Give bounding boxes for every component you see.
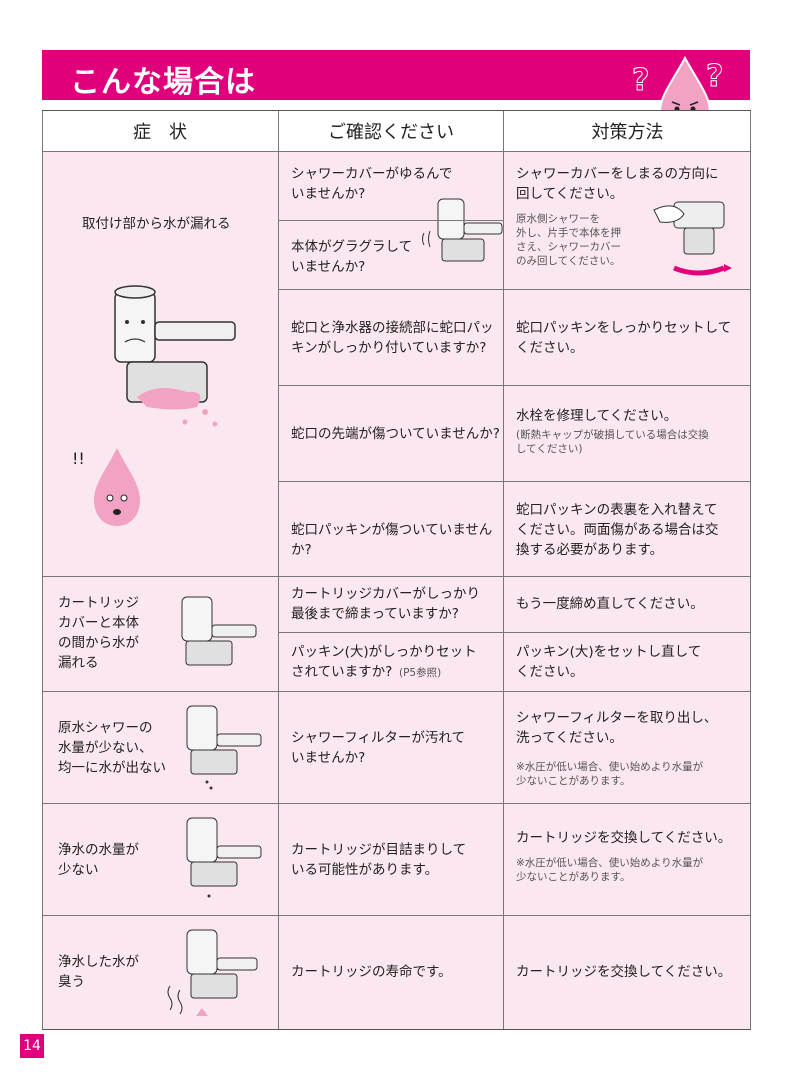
remedy-text: 水栓を修理してください。	[516, 408, 678, 424]
check-cell-1: シャワーカバーがゆるんで いませんか?	[279, 152, 503, 220]
remedy-cell-8: カートリッジを交換してください。 ※水圧が低い場合、使い始めより水量が 少ないこ…	[504, 804, 751, 915]
surprised-drop-icon: !!	[72, 448, 140, 526]
svg-text:!!: !!	[72, 449, 85, 468]
divider	[278, 220, 504, 221]
remedy-cell-2: 蛇口パッキンをしっかりセットして ください。	[504, 290, 751, 385]
remedy-cell-9: カートリッジを交換してください。	[504, 916, 751, 1029]
divider	[750, 111, 751, 1029]
remedy-cell-5: もう一度締め直してください。	[504, 577, 751, 632]
check-text: カートリッジの寿命です。	[291, 964, 452, 980]
header-check: ご確認ください	[279, 111, 503, 151]
page-title: こんな場合は	[70, 65, 256, 100]
symptom-text: カートリッジ カバーと本体 の間から水が 漏れる	[58, 595, 139, 671]
faucet-odor-illustration	[167, 929, 258, 1016]
symptom-text: 浄水の水量が 少ない	[58, 842, 139, 878]
check-cell-5: 蛇口パッキンが傷ついていませんか?	[279, 482, 503, 576]
remedy-text: パッキン(大)をセットし直して ください。	[516, 644, 702, 680]
symptom-cell-5: 浄水した水が 臭う	[42, 916, 278, 1029]
check-text: 本体がグラグラして いませんか?	[291, 239, 413, 275]
symptom-cell-4: 浄水の水量が 少ない	[42, 804, 278, 915]
title-bar: こんな場合は	[42, 50, 750, 100]
divider	[278, 481, 751, 482]
remedy-note: (断熱キャップが破損している場合は交換 してください)	[516, 429, 709, 455]
svg-text:?: ?	[706, 59, 723, 94]
check-text: カートリッジが目詰まりして いる可能性があります。	[291, 842, 467, 878]
divider	[278, 289, 751, 290]
remedy-note: 原水側シャワーを 外し、片手で本体を押 さえ、シャワーカバー のみ回してください…	[516, 213, 621, 267]
check-cell-8: シャワーフィルターが汚れて いませんか?	[279, 692, 503, 803]
remedy-text: 蛇口パッキンの表裏を入れ替えて ください。両面傷がある場合は交 換する必要があり…	[516, 502, 719, 558]
remedy-text: シャワーカバーをしまるの方向に 回してください。	[516, 166, 719, 202]
check-text: シャワーフィルターが汚れて いませんか?	[291, 730, 466, 766]
check-cell-7: パッキン(大)がしっかりセット されていますか? (P5参照)	[279, 633, 503, 691]
remedy-note: ※水圧が低い場合、使い始めより水量が 少ないことがあります。	[516, 761, 704, 787]
faucet-shower-illustration	[186, 705, 262, 790]
leaking-faucet-illustration	[114, 285, 236, 427]
symptom-text: 浄水した水が 臭う	[58, 954, 139, 990]
check-text: 蛇口の先端が傷ついていませんか?	[291, 426, 500, 442]
symptom-cell-3: 原水シャワーの 水量が少ない、 均一に水が出ない	[42, 692, 278, 803]
header-remedy: 対策方法	[504, 111, 751, 151]
remedy-note: ※水圧が低い場合、使い始めより水量が 少ないことがあります。	[516, 857, 704, 883]
remedy-text: カートリッジを交換してください。	[516, 964, 732, 980]
faucet-low-flow-illustration	[186, 817, 262, 898]
divider	[278, 111, 279, 1029]
remedy-text: シャワーフィルターを取り出し、 洗ってください。	[516, 710, 718, 746]
wobbling-faucet-illustration	[422, 198, 503, 262]
remedy-cell-3: 水栓を修理してください。 (断熱キャップが破損している場合は交換 してください)	[504, 386, 751, 481]
remedy-text: 蛇口パッキンをしっかりセットして ください。	[516, 320, 732, 356]
divider	[42, 803, 751, 804]
divider	[42, 151, 751, 152]
check-text: 蛇口パッキンが傷ついていませんか?	[291, 522, 493, 558]
symptom-cell-1: 取付け部から水が漏れる !!	[42, 152, 278, 576]
check-cell-4: 蛇口の先端が傷ついていませんか?	[279, 386, 503, 481]
page-number: 14	[20, 1034, 44, 1058]
symptom-cell-2: カートリッジ カバーと本体 の間から水が 漏れる	[42, 577, 278, 691]
check-cell-6: カートリッジカバーがしっかり 最後まで締まっていますか?	[279, 577, 503, 632]
shower-cover-turning-illustration	[653, 201, 732, 276]
check-cell-10: カートリッジの寿命です。	[279, 916, 503, 1029]
check-text: カートリッジカバーがしっかり 最後まで締まっていますか?	[291, 586, 480, 622]
symptom-text: 原水シャワーの 水量が少ない、 均一に水が出ない	[58, 720, 166, 776]
remedy-cell-7: シャワーフィルターを取り出し、 洗ってください。 ※水圧が低い場合、使い始めより…	[504, 692, 751, 803]
check-text: パッキン(大)がしっかりセット されていますか?	[291, 644, 477, 680]
remedy-text: カートリッジを交換してください。	[516, 830, 732, 846]
remedy-cell-1: シャワーカバーをしまるの方向に 回してください。 原水側シャワーを 外し、片手で…	[504, 152, 751, 289]
divider	[42, 111, 43, 1029]
check-text: シャワーカバーがゆるんで いませんか?	[291, 166, 453, 202]
divider	[42, 915, 751, 916]
divider	[503, 111, 504, 1029]
check-cell-3: 蛇口と浄水器の接続部に蛇口パッ キンがしっかり付いていますか?	[279, 290, 503, 385]
header-symptom: 症 状	[42, 111, 278, 151]
symptom-text: 取付け部から水が漏れる	[82, 216, 231, 232]
check-note-p5: (P5参照)	[399, 667, 442, 679]
remedy-cell-6: パッキン(大)をセットし直して ください。	[504, 633, 751, 691]
remedy-cell-4: 蛇口パッキンの表裏を入れ替えて ください。両面傷がある場合は交 換する必要があり…	[504, 482, 751, 576]
check-cell-9: カートリッジが目詰まりして いる可能性があります。	[279, 804, 503, 915]
divider	[42, 576, 751, 577]
svg-text:?: ?	[632, 63, 649, 98]
faucet-cartridge-illustration	[181, 596, 257, 666]
divider	[278, 385, 751, 386]
remedy-text: もう一度締め直してください。	[516, 596, 704, 612]
troubleshooting-table: 症 状 ご確認ください 対策方法 取付け部から水が漏れる !! カートリッジ カ…	[42, 110, 751, 1030]
divider	[278, 632, 751, 633]
divider	[42, 691, 751, 692]
check-text: 蛇口と浄水器の接続部に蛇口パッ キンがしっかり付いていますか?	[291, 320, 494, 356]
